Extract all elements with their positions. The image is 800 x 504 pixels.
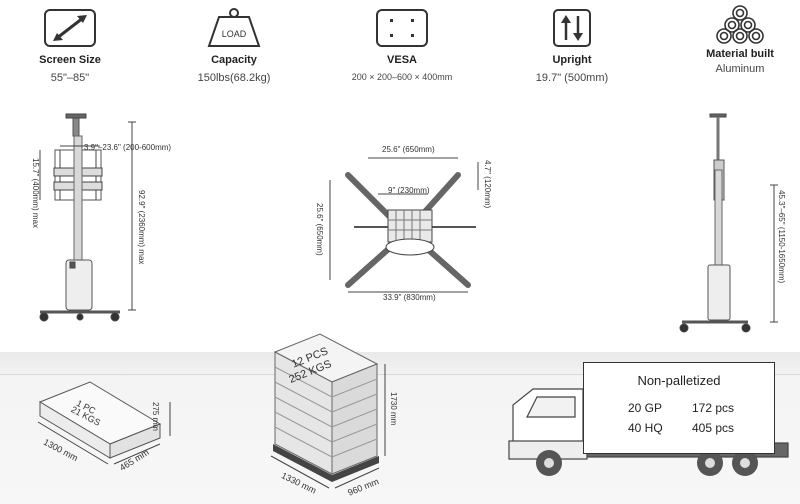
spec-value: Aluminum bbox=[715, 63, 765, 75]
spec-value: 150lbs(68.2kg) bbox=[197, 72, 271, 84]
vesa-plate-icon bbox=[376, 9, 428, 47]
side-height-range: 45.3"–65" (1150-1650mm) bbox=[777, 190, 786, 284]
pallet-stack-drawing bbox=[270, 333, 386, 489]
spec-value: 200 × 200–600 × 400mm bbox=[351, 72, 453, 82]
right-depth: 4.7" (120mm) bbox=[483, 160, 492, 209]
container-40hq: 40 HQ bbox=[628, 421, 663, 435]
front-view-drawing bbox=[39, 113, 136, 322]
diagonal-arrow-icon bbox=[44, 9, 96, 47]
spec-capacity: LOAD Capacity 150lbs(68.2kg) bbox=[164, 8, 304, 84]
spec-value: 19.7" (500mm) bbox=[535, 72, 609, 84]
inner-span: 9" (230mm) bbox=[388, 186, 430, 195]
spec-screen-size: Screen Size 55"–85" bbox=[0, 8, 140, 84]
front-width-range: 3.9"–23.6" (200-600mm) bbox=[84, 143, 172, 152]
spec-upright: Upright 19.7" (500mm) bbox=[502, 8, 642, 84]
shipping-info-box: Non-palletized 20 GP 172 pcs 40 HQ 405 p… bbox=[583, 362, 775, 454]
shipping-title: Non-palletized bbox=[637, 373, 721, 388]
load-weight-icon: LOAD bbox=[207, 8, 261, 47]
side-view-drawing bbox=[679, 113, 778, 333]
container-20gp: 20 GP bbox=[628, 401, 663, 415]
pallet-height: 1730 mm bbox=[389, 392, 398, 426]
bottom-span: 33.9" (830mm) bbox=[383, 293, 436, 302]
front-total-height: 92.9" (2360mm) max bbox=[137, 190, 146, 265]
qty-40hq: 405 pcs bbox=[692, 421, 735, 435]
spec-value: 55"–85" bbox=[50, 72, 90, 84]
spec-label: Screen Size bbox=[39, 54, 101, 66]
spec-label: Capacity bbox=[211, 54, 257, 66]
spec-vesa: VESA 200 × 200–600 × 400mm bbox=[332, 8, 472, 82]
qty-20gp: 172 pcs bbox=[692, 401, 735, 415]
front-bracket-height: 15.7" (400mm) max bbox=[31, 158, 40, 228]
single-carton-drawing bbox=[37, 381, 171, 465]
aluminum-coil-icon bbox=[716, 5, 764, 44]
carton-height: 275 mm bbox=[151, 402, 160, 431]
left-depth: 25.6" (650mm) bbox=[315, 203, 324, 256]
floor-line bbox=[0, 374, 800, 375]
spec-label: VESA bbox=[387, 54, 417, 66]
spec-label: Upright bbox=[552, 54, 592, 66]
spec-material: Material built Aluminum bbox=[670, 4, 800, 75]
up-down-arrows-icon bbox=[553, 9, 591, 47]
top-view-drawing bbox=[329, 157, 479, 293]
spec-label: Material built bbox=[706, 48, 774, 60]
load-text: LOAD bbox=[222, 29, 247, 39]
top-span: 25.6" (650mm) bbox=[382, 145, 435, 154]
